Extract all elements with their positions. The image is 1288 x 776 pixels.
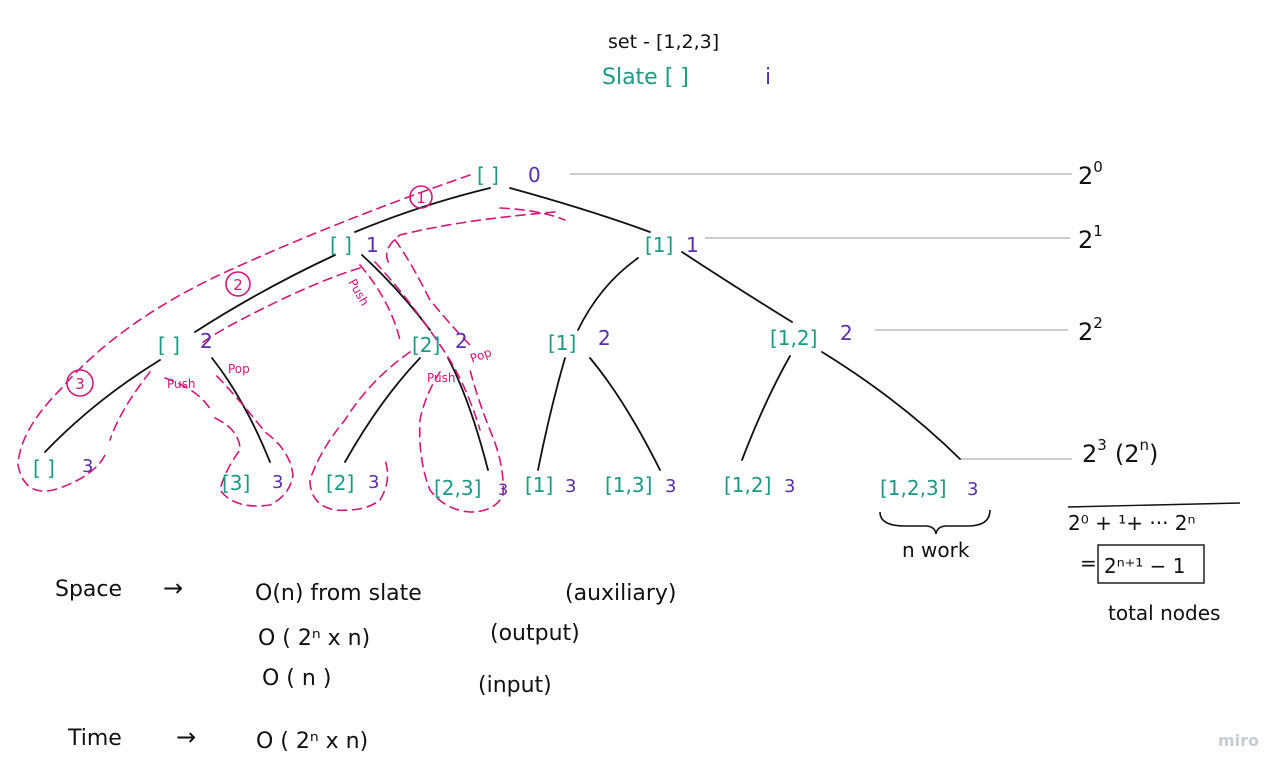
node-l2-2-index: 2: [598, 326, 611, 350]
level3-paren-post: ): [1149, 440, 1158, 468]
level3-exp: 3: [1097, 436, 1107, 454]
node-l2-0-slate: [ ]: [158, 333, 180, 357]
step-circles: [66, 185, 433, 397]
node-l3-6-slate: [1,2]: [724, 473, 771, 497]
node-l3-5-slate: [1,3]: [605, 473, 652, 497]
space-label: Space: [55, 577, 122, 602]
push-label-2: Push: [167, 377, 196, 391]
node-l3-0-slate: [ ]: [33, 456, 55, 480]
node-l3-4-slate: [1]: [525, 473, 553, 497]
time-label: Time: [67, 726, 122, 751]
space-aux-note: (auxiliary): [565, 581, 677, 606]
node-l3-6-index: 3: [784, 476, 795, 497]
node-l1-0-slate: [ ]: [330, 233, 352, 257]
node-l3-4-index: 3: [565, 476, 576, 497]
node-l3-2-slate: [2]: [326, 471, 354, 495]
sum-result-box: [1097, 544, 1205, 584]
node-l3-3-index: 3: [498, 480, 508, 499]
sum-overline: [1067, 502, 1241, 508]
node-root-slate: [ ]: [477, 163, 499, 187]
tree-edges: [44, 187, 961, 471]
space-input-note: (input): [478, 673, 552, 698]
space-input: O ( n ): [262, 666, 331, 691]
pop-label-1: Pop: [228, 362, 250, 376]
node-l2-3-slate: [1,2]: [770, 326, 817, 350]
space-aux: O(n) from slate: [255, 581, 422, 606]
node-l1-1-slate: [1]: [645, 233, 673, 257]
node-l3-1-slate: [3]: [222, 471, 250, 495]
space-arrow: →: [163, 574, 183, 602]
index-label: i: [765, 65, 771, 90]
level1-base: 2: [1078, 226, 1093, 254]
level0-base: 2: [1078, 162, 1093, 190]
node-l2-3-index: 2: [840, 321, 853, 345]
time-arrow: →: [176, 723, 196, 751]
level3-paren-exp: n: [1139, 436, 1149, 454]
node-l3-5-index: 3: [665, 476, 676, 497]
node-l3-2-index: 3: [368, 472, 379, 493]
sum-result: 2ⁿ⁺¹ − 1: [1104, 554, 1185, 578]
node-l2-1-index: 2: [455, 329, 468, 353]
node-l3-7-index: 3: [967, 479, 978, 500]
sum-eq: =: [1080, 551, 1097, 575]
level0-exp: 0: [1093, 158, 1103, 176]
space-output-note: (output): [490, 621, 580, 646]
step-1: 1: [416, 189, 426, 207]
level2-exp: 2: [1093, 314, 1103, 332]
set-label: set - [1,2,3]: [608, 31, 719, 53]
level3-paren-pre: (2: [1115, 440, 1140, 468]
leaf-work-label: n work: [902, 538, 970, 562]
step-3: 3: [75, 375, 85, 393]
level1-exp: 1: [1093, 222, 1103, 240]
push-label-1: Push: [345, 277, 371, 309]
node-root-index: 0: [528, 163, 541, 187]
node-l3-7-slate: [1,2,3]: [880, 476, 947, 500]
level0-count: 20: [1078, 158, 1103, 190]
node-l3-3-slate: [2,3]: [434, 476, 481, 500]
sum-caption: total nodes: [1108, 601, 1220, 625]
slate-label: Slate [ ]: [602, 65, 689, 90]
level2-base: 2: [1078, 318, 1093, 346]
level3-count: 23 (2n): [1082, 436, 1158, 468]
level3-base: 2: [1082, 440, 1097, 468]
time-value: O ( 2ⁿ x n): [256, 729, 368, 754]
node-l2-1-slate: [2]: [412, 333, 440, 357]
node-l2-0-index: 2: [200, 329, 213, 353]
node-l2-2-slate: [1]: [548, 331, 576, 355]
push-label-3: Push: [427, 371, 456, 385]
node-l3-1-index: 3: [272, 472, 283, 493]
leaf-work-brace: [879, 509, 991, 535]
step-2: 2: [233, 276, 243, 294]
level-guide-lines: [570, 173, 1072, 460]
miro-watermark: miro: [1218, 731, 1259, 750]
level2-count: 22: [1078, 314, 1103, 346]
node-l1-0-index: 1: [366, 233, 379, 257]
pop-label-2: Pop: [468, 345, 493, 366]
traversal-path: [17, 174, 566, 513]
node-l1-1-index: 1: [686, 233, 699, 257]
space-output: O ( 2ⁿ x n): [258, 626, 370, 651]
node-l3-0-index: 3: [82, 456, 93, 477]
sum-line1: 2⁰ + ¹+ ··· 2ⁿ: [1068, 511, 1195, 535]
level1-count: 21: [1078, 222, 1103, 254]
